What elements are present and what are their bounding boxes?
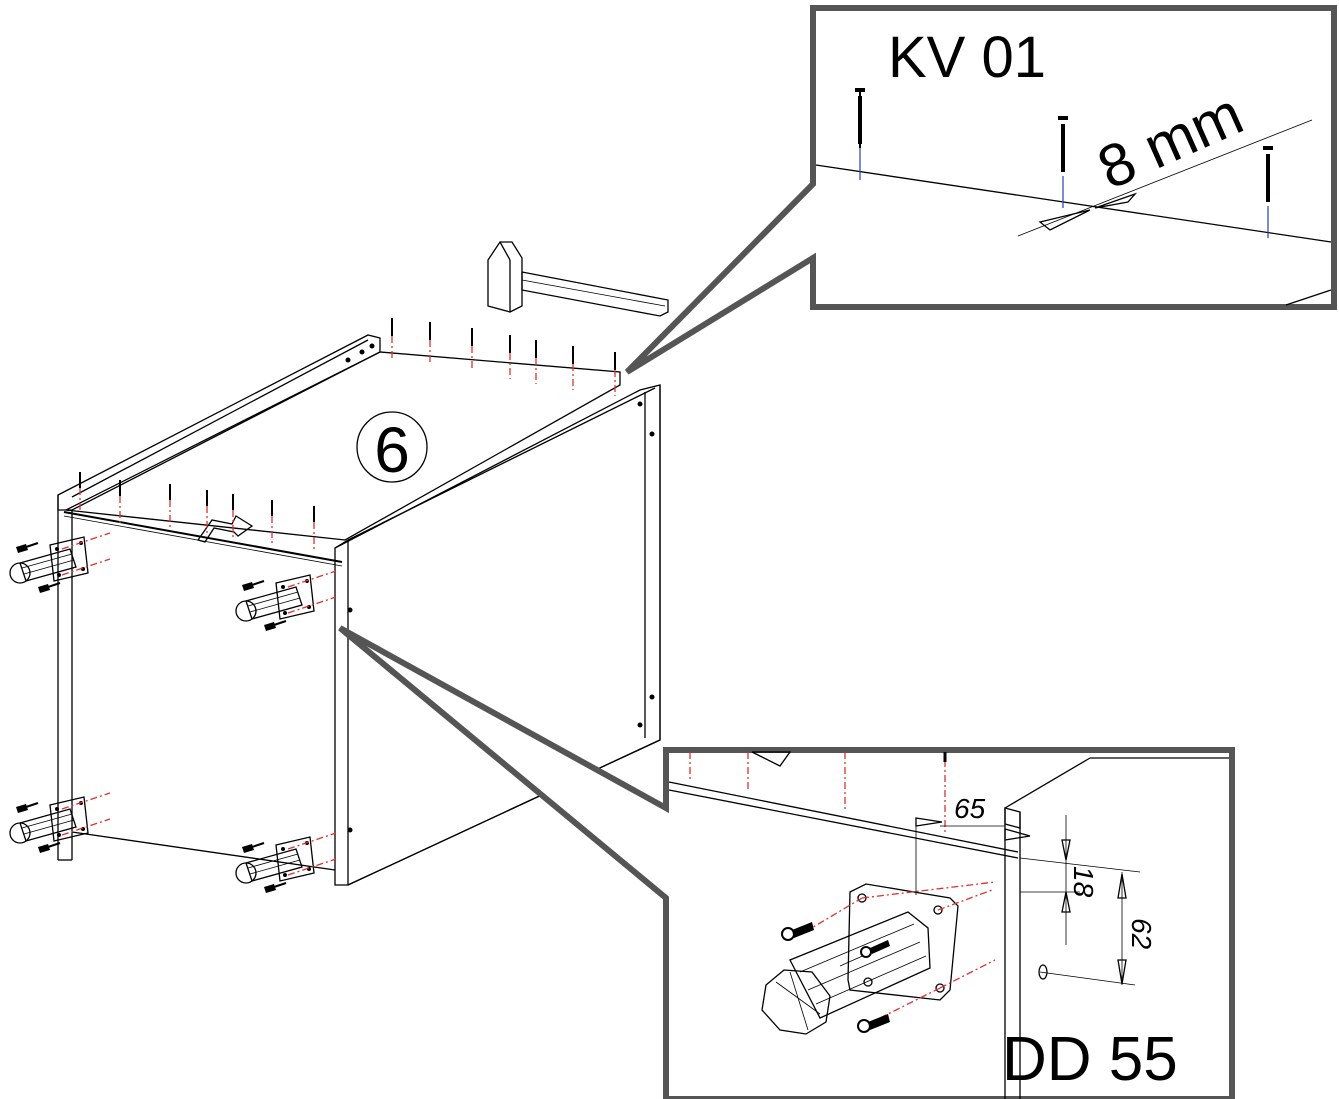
nail-row-front bbox=[79, 472, 315, 550]
leg-front-left-top bbox=[9, 532, 111, 594]
hammer-icon bbox=[487, 241, 669, 317]
detail-callout-bottom: 65 18 62 bbox=[338, 625, 1235, 1099]
dim-18: 18 bbox=[1068, 866, 1099, 898]
nail-row-back bbox=[391, 318, 616, 396]
dim-65: 65 bbox=[954, 793, 986, 824]
cabinet-body bbox=[57, 334, 661, 886]
leg-front-left-bottom bbox=[9, 792, 111, 854]
detail-callout-top: KV 01 8 mm bbox=[624, 5, 1337, 375]
dim-62: 62 bbox=[1126, 918, 1157, 950]
leg-bracket-detail bbox=[761, 881, 996, 1035]
part-code-kv01: KV 01 bbox=[888, 25, 1046, 90]
step-number: 6 bbox=[374, 414, 410, 486]
step-number-badge: 6 bbox=[356, 411, 428, 486]
leg-front-right-top bbox=[235, 570, 337, 632]
part-code-dd55: DD 55 bbox=[1002, 1025, 1178, 1094]
